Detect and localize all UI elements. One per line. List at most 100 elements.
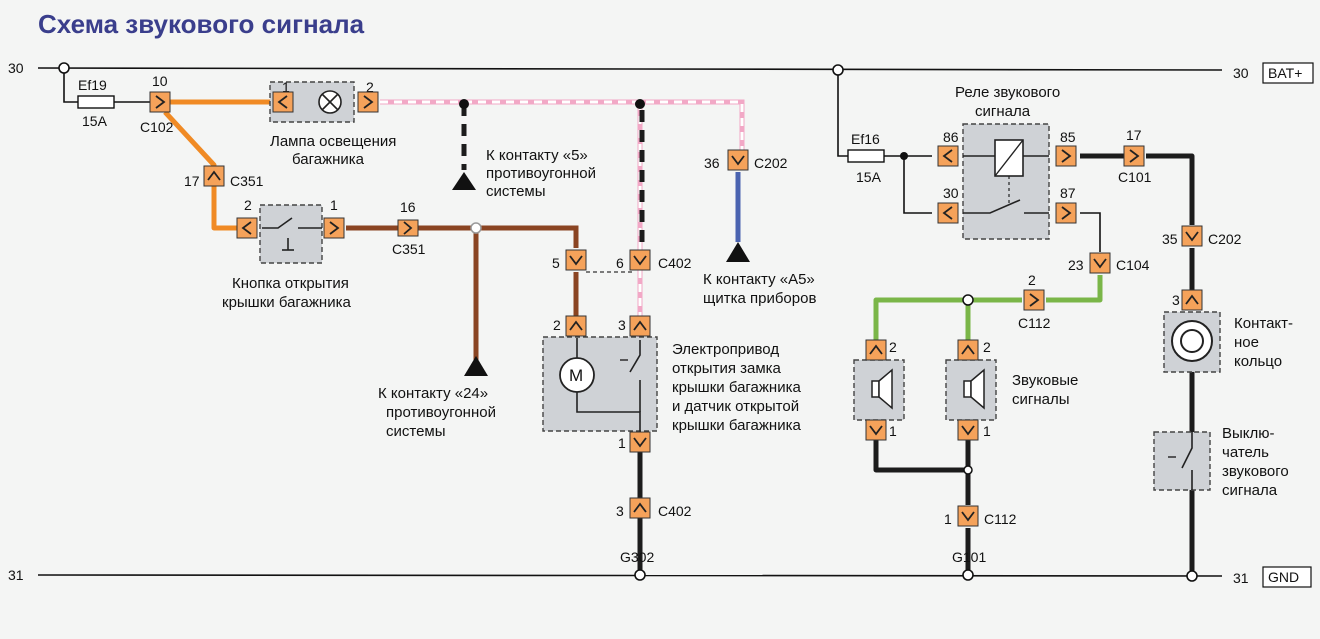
button-pin-1: 1 xyxy=(330,197,338,213)
svg-text:C202: C202 xyxy=(754,155,788,171)
connector-button-1 xyxy=(323,217,345,239)
alarm24-label-line2: противоугонной xyxy=(386,404,496,421)
svg-text:C351: C351 xyxy=(230,173,264,189)
ring-label-line1: Контакт- xyxy=(1234,315,1293,332)
horns-label-line2: сигналы xyxy=(1012,391,1070,408)
diagram-title: Схема звукового сигнала xyxy=(38,9,365,39)
bat-plus-tag: BAT+ xyxy=(1268,65,1302,81)
connector-horn-left-1 xyxy=(865,419,887,441)
svg-text:1: 1 xyxy=(944,511,952,527)
splice-node xyxy=(470,222,482,234)
svg-text:6: 6 xyxy=(616,255,624,271)
motor-symbol: M xyxy=(569,366,583,385)
relay-pin-30: 30 xyxy=(943,185,959,201)
rail-node xyxy=(58,62,70,74)
ring-pin-3: 3 xyxy=(1172,292,1180,308)
connector-button-2 xyxy=(236,217,258,239)
connector-c402-5: 5 xyxy=(552,249,587,271)
svg-text:C351: C351 xyxy=(392,241,426,257)
svg-text:3: 3 xyxy=(616,503,624,519)
connector-horn-right-1 xyxy=(957,419,979,441)
fuse-ef16 xyxy=(847,149,885,163)
connector-actuator-2 xyxy=(565,315,587,337)
switch-label-line1: Выклю- xyxy=(1222,425,1275,442)
switch-label-line2: чатель xyxy=(1222,444,1269,461)
alarm5-end-marker xyxy=(452,172,476,190)
actuator-pin-1: 1 xyxy=(618,435,626,451)
lamp-pin-1: 1 xyxy=(282,79,290,95)
alarm24-label-line3: системы xyxy=(386,423,446,440)
horn-right: 2 1 xyxy=(945,339,997,439)
alarm5-label-line3: системы xyxy=(486,183,546,200)
lamp-label-line2: багажника xyxy=(292,151,365,168)
fuse-ef16-name: Ef16 xyxy=(851,131,880,147)
connector-relay-30 xyxy=(937,202,959,224)
horn-switch: Выклю- чатель звукового сигнала xyxy=(1153,425,1289,499)
svg-text:C101: C101 xyxy=(1118,169,1152,185)
rail-31-left-label: 31 xyxy=(8,567,24,583)
connector-actuator-1 xyxy=(629,431,651,453)
actuator-pin-2: 2 xyxy=(553,317,561,333)
actuator-label-line3: крышки багажника xyxy=(672,379,801,396)
alarm5-label-line2: противоугонной xyxy=(486,165,596,182)
connector-c351-17: 17 C351 xyxy=(184,165,264,189)
rail-31-right-label: 31 xyxy=(1233,570,1249,586)
panel-a5-label-line1: К контакту «А5» xyxy=(703,271,815,288)
lamp-label-line1: Лампа освещения xyxy=(270,133,396,150)
connector-horn-right-2 xyxy=(957,339,979,361)
horn-right-pin-2: 2 xyxy=(983,339,991,355)
alarm24-label-line1: К контакту «24» xyxy=(378,385,488,402)
horn-right-pin-1: 1 xyxy=(983,423,991,439)
relay-pin-86: 86 xyxy=(943,129,959,145)
fuse-ef19-rating: 15A xyxy=(82,113,108,129)
ground-rail: 31 31 GND xyxy=(8,566,1312,588)
ground-g302-label: G302 xyxy=(620,549,654,565)
fuse-ef19 xyxy=(77,95,115,109)
lamp-pin-2: 2 xyxy=(366,79,374,95)
trunk-release-button: Кнопка открытия крышки багажника 2 1 xyxy=(222,197,351,311)
alarm24-end-marker xyxy=(464,356,488,376)
svg-text:23: 23 xyxy=(1068,257,1084,273)
actuator-label-line2: открытия замка xyxy=(672,360,782,377)
connector-c202-36: 36 C202 xyxy=(704,149,788,171)
panel-a5-label-line2: щитка приборов xyxy=(703,290,816,307)
trunk-lock-actuator: M 2 3 1 Электропривод открытия замка кры… xyxy=(542,317,801,451)
switch-label-line4: сигнала xyxy=(1222,482,1278,499)
connector-relay-87 xyxy=(1055,202,1077,224)
rail-node xyxy=(832,64,844,76)
rail-30-right-label: 30 xyxy=(1233,65,1249,81)
svg-text:C402: C402 xyxy=(658,255,692,271)
connector-lamp-1 xyxy=(272,91,294,113)
svg-text:C112: C112 xyxy=(984,511,1017,527)
rail-30-left-label: 30 xyxy=(8,60,24,76)
svg-text:C104: C104 xyxy=(1116,257,1150,273)
relay-pin-87: 87 xyxy=(1060,185,1076,201)
svg-text:35: 35 xyxy=(1162,231,1178,247)
splice-node xyxy=(962,294,974,306)
gnd-tag: GND xyxy=(1268,569,1299,585)
connector-horn-left-2 xyxy=(865,339,887,361)
ground-node-g302 xyxy=(634,569,646,581)
connector-ring-3 xyxy=(1181,289,1203,311)
relay-label-line2: сигнала xyxy=(975,103,1031,120)
ground-node xyxy=(1186,570,1198,582)
connector-c112-2: 2 C112 xyxy=(1018,272,1051,331)
ring-label-line2: ное xyxy=(1234,334,1259,351)
connector-actuator-3 xyxy=(629,315,651,337)
svg-text:C402: C402 xyxy=(658,503,692,519)
relay-label-line1: Реле звукового xyxy=(955,84,1060,101)
horn-left: 2 1 xyxy=(853,339,905,439)
connector-c101: 17 C101 xyxy=(1118,127,1152,185)
connector-c402-6: 6 C402 xyxy=(616,249,692,271)
svg-text:17: 17 xyxy=(1126,127,1142,143)
connector-lamp-2 xyxy=(357,91,379,113)
button-label-line2: крышки багажника xyxy=(222,294,351,311)
actuator-pin-3: 3 xyxy=(618,317,626,333)
splice-node xyxy=(635,99,645,109)
alarm5-label-line1: К контакту «5» xyxy=(486,147,588,164)
splice-node xyxy=(963,465,973,475)
svg-text:17: 17 xyxy=(184,173,200,189)
svg-text:C202: C202 xyxy=(1208,231,1242,247)
contact-ring: Контакт- ное кольцо 3 xyxy=(1163,292,1293,373)
